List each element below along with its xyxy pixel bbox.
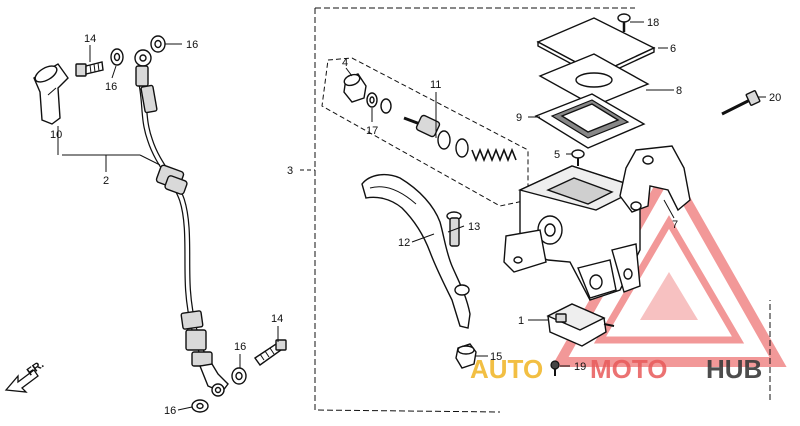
piston-boot [343,73,367,103]
small-bolt [571,149,585,166]
callout-19: 19 [574,361,586,373]
callout-16-top-left: 16 [105,81,117,93]
callout-11: 11 [430,79,441,91]
leader-lines [57,21,766,411]
callout-20: 20 [769,92,781,104]
banjo-bolt-bottom [254,339,287,366]
holder-bolt [721,90,761,116]
callout-14-top: 14 [84,33,96,45]
watermark-moto: MOTO [590,354,668,384]
watermark-hub: HUB [706,354,762,384]
callout-16-top-right: 16 [186,39,198,51]
piston [403,114,469,158]
callout-9: 9 [516,112,522,124]
brake-light-switch [546,303,615,347]
callout-16-bottom-left: 16 [164,405,176,417]
brake-lever [361,173,471,329]
callout-5: 5 [554,149,560,161]
spring [471,147,517,163]
callout-15: 15 [490,351,502,363]
banjo-bolt-top [75,61,104,77]
callout-1: 1 [518,315,524,327]
clamp-holder [619,145,691,213]
callout-14-bottom: 14 [271,313,283,325]
watermark-text: AUTO MOTO HUB [470,354,762,384]
front-direction-arrow [4,369,39,393]
callout-4: 4 [342,57,348,69]
callout-12: 12 [398,237,410,249]
callout-16-bottom-right: 16 [234,341,246,353]
callout-10: 10 [50,129,62,141]
callout-8: 8 [676,85,682,97]
master-cylinder-body [503,165,642,301]
callout-17: 17 [366,125,378,137]
cap-screw [617,13,631,32]
watermark-auto: AUTO [470,354,543,384]
callout-7: 7 [672,219,678,231]
cylinder-plug [455,343,477,369]
callout-6: 6 [670,43,676,55]
diaphragm [534,93,646,149]
callout-18: 18 [647,17,659,29]
pivot-bolt [446,211,462,247]
callouts: 14 16 16 10 2 14 16 16 3 4 17 11 13 12 1… [50,17,781,417]
switch-screw [550,360,560,376]
callout-3: 3 [287,165,293,177]
brake-hose [134,49,229,397]
rubber-boot [33,63,69,125]
cap-plate [538,53,650,107]
callout-2: 2 [103,175,109,187]
callout-13: 13 [468,221,480,233]
